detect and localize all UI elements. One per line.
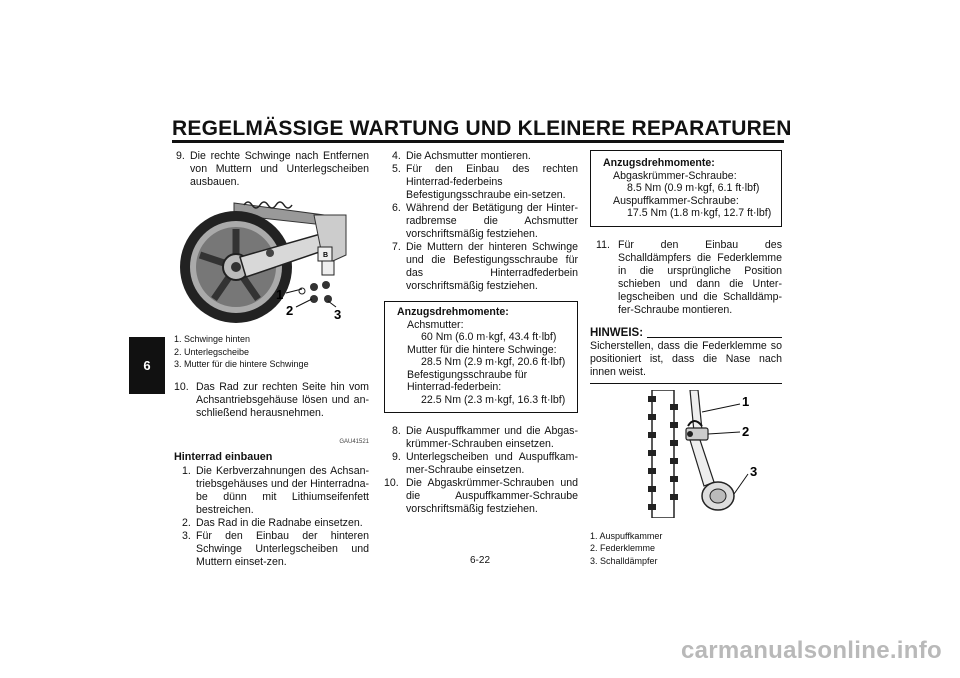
- muffler-illustration: 1 2 3: [590, 388, 770, 519]
- caption-line: 3. Schalldämpfer: [590, 555, 658, 566]
- step-text: Unterlegscheiben und Auspuffkam-mer-Schr…: [406, 451, 578, 476]
- step-number: 1.: [182, 464, 191, 477]
- caption-line: 2. Unterlegscheibe: [174, 346, 250, 357]
- torque-value: 8.5 Nm (0.9 m·kgf, 6.1 ft·lbf): [627, 182, 760, 194]
- torque-value: 17.5 Nm (1.8 m·kgf, 12.7 ft·lbf): [627, 207, 772, 219]
- step-1: 1. Die Kerbverzahnungen des Achsan-trieb…: [180, 465, 369, 517]
- figure-muffler: 1 2 3: [590, 388, 782, 522]
- step-4: 4. Die Achsmutter montieren.: [390, 150, 578, 163]
- step-text: Das Rad zur rechten Seite hin vom Achsan…: [196, 380, 369, 419]
- column-middle: 4. Die Achsmutter montieren. 5. Für den …: [384, 150, 578, 516]
- step-8: 8. Die Auspuffkammer und die Abgas-krümm…: [390, 425, 578, 451]
- torque-label: Abgaskrümmer-Schraube:: [613, 169, 737, 182]
- torque-label: Auspuffkammer-Schraube:: [613, 194, 739, 207]
- torque-label: Achsmutter:: [407, 318, 464, 331]
- step-text: Die rechte Schwinge nach Entfernen von M…: [190, 150, 369, 188]
- step-number: 9.: [176, 150, 185, 162]
- note-rule: [647, 336, 782, 338]
- figure-caption: 1. Auspuffkammer 2. Federklemme 3. Schal…: [590, 530, 782, 568]
- step-number: 9.: [392, 451, 401, 463]
- step-text: Für den Einbau des rechten Hinterrad-fed…: [406, 163, 578, 201]
- step-number: 7.: [392, 241, 401, 253]
- step-number: 2.: [182, 516, 191, 529]
- header-rule: [172, 140, 784, 143]
- torque-specs-box: Anzugsdrehmomente: Abgaskrümmer-Schraube…: [590, 150, 782, 227]
- torque-value: 60 Nm (6.0 m·kgf, 43.4 ft·lbf): [421, 331, 557, 343]
- section-heading: Hinterrad einbauen: [174, 450, 273, 463]
- step-text: Die Muttern der hinteren Schwinge und di…: [406, 241, 578, 292]
- torque-title: Anzugsdrehmomente:: [603, 157, 715, 169]
- callout-1: 1: [742, 394, 749, 409]
- svg-text:B: B: [323, 252, 328, 259]
- step-text: Für den Einbau des Schalldämpfers die Fe…: [618, 238, 782, 316]
- callout-1: 1: [276, 287, 283, 302]
- torque-specs-box: Anzugsdrehmomente: Achsmutter: 60 Nm (6.…: [384, 301, 578, 413]
- caption-line: 1. Auspuffkammer: [590, 530, 663, 541]
- step-5: 5. Für den Einbau des rechten Hinterrad-…: [390, 163, 578, 202]
- figure-rear-wheel: B 1 2 3: [174, 195, 369, 329]
- note-heading: HINWEIS:: [590, 327, 782, 340]
- page-number: 6-22: [469, 555, 490, 566]
- step-10: 10. Das Rad zur rechten Seite hin vom Ac…: [174, 381, 369, 420]
- caption-line: 1. Schwinge hinten: [174, 334, 251, 344]
- step-6: 6. Während der Betätigung der Hinter-rad…: [390, 202, 578, 241]
- step-text: Das Rad in die Radnabe einsetzen.: [196, 516, 363, 529]
- note-title: HINWEIS:: [590, 326, 644, 339]
- step-text: Für den Einbau der hinteren Schwinge Unt…: [196, 529, 369, 568]
- step-7: 7. Die Muttern der hinteren Schwinge und…: [390, 241, 578, 293]
- step-number: 3.: [182, 529, 191, 542]
- caption-line: 3. Mutter für die hintere Schwinge: [174, 359, 309, 369]
- step-number: 6.: [392, 202, 401, 214]
- column-right: Anzugsdrehmomente: Abgaskrümmer-Schraube…: [590, 150, 782, 567]
- callout-2: 2: [742, 424, 749, 439]
- step-11: 11. Für den Einbau des Schalldämpfers di…: [596, 239, 782, 317]
- step-3: 3. Für den Einbau der hinteren Schwinge …: [180, 530, 369, 569]
- torque-title: Anzugsdrehmomente:: [397, 306, 509, 318]
- torque-label: Befestigungsschraube für Hinterrad-feder…: [407, 368, 528, 394]
- step-number: 4.: [392, 150, 401, 162]
- step-9: 9. Unterlegscheiben und Auspuffkam-mer-S…: [390, 451, 578, 477]
- torque-label: Mutter für die hintere Schwinge:: [407, 343, 557, 356]
- caption-line: 2. Federklemme: [590, 543, 656, 553]
- reference-code: GAU41521: [339, 438, 369, 445]
- step-2: 2. Das Rad in die Radnabe einsetzen.: [180, 517, 369, 530]
- column-left: 9. Die rechte Schwinge nach Entfernen vo…: [174, 150, 369, 569]
- step-text: Die Achsmutter montieren.: [406, 150, 531, 162]
- step-text: Während der Betätigung der Hinter-radbre…: [406, 202, 578, 240]
- step-text: Die Abgaskrümmer-Schrauben und die Auspu…: [406, 477, 578, 515]
- callout-2: 2: [286, 303, 293, 318]
- step-number: 10.: [384, 477, 399, 489]
- step-text: Die Auspuffkammer und die Abgas-krümmer-…: [406, 425, 578, 450]
- callout-3: 3: [334, 307, 341, 322]
- step-number: 10.: [174, 380, 189, 393]
- note-text: Sicherstellen, dass die Federklemme so p…: [590, 340, 782, 384]
- chapter-tab[interactable]: 6: [129, 337, 165, 394]
- note-box: HINWEIS: Sicherstellen, dass die Federkl…: [590, 327, 782, 384]
- step-9: 9. Die rechte Schwinge nach Entfernen vo…: [174, 150, 369, 189]
- callout-3: 3: [750, 464, 757, 479]
- step-number: 8.: [392, 425, 401, 437]
- step-10: 10. Die Abgaskrümmer-Schrauben und die A…: [384, 477, 578, 516]
- step-text: Die Kerbverzahnungen des Achsan-triebsge…: [196, 464, 369, 516]
- page-title: REGELMÄSSIGE WARTUNG UND KLEINERE REPARA…: [172, 117, 792, 140]
- rear-wheel-illustration: B 1 2 3: [174, 195, 354, 325]
- step-number: 11.: [596, 238, 610, 251]
- figure-caption: 1. Schwinge hinten 2. Unterlegscheibe 3.…: [174, 333, 369, 371]
- torque-value: 28.5 Nm (2.9 m·kgf, 20.6 ft·lbf): [421, 356, 566, 368]
- torque-value: 22.5 Nm (2.3 m·kgf, 16.3 ft·lbf): [421, 393, 566, 406]
- watermark-text: carmanualsonline.info: [680, 637, 942, 664]
- step-number: 5.: [392, 163, 401, 175]
